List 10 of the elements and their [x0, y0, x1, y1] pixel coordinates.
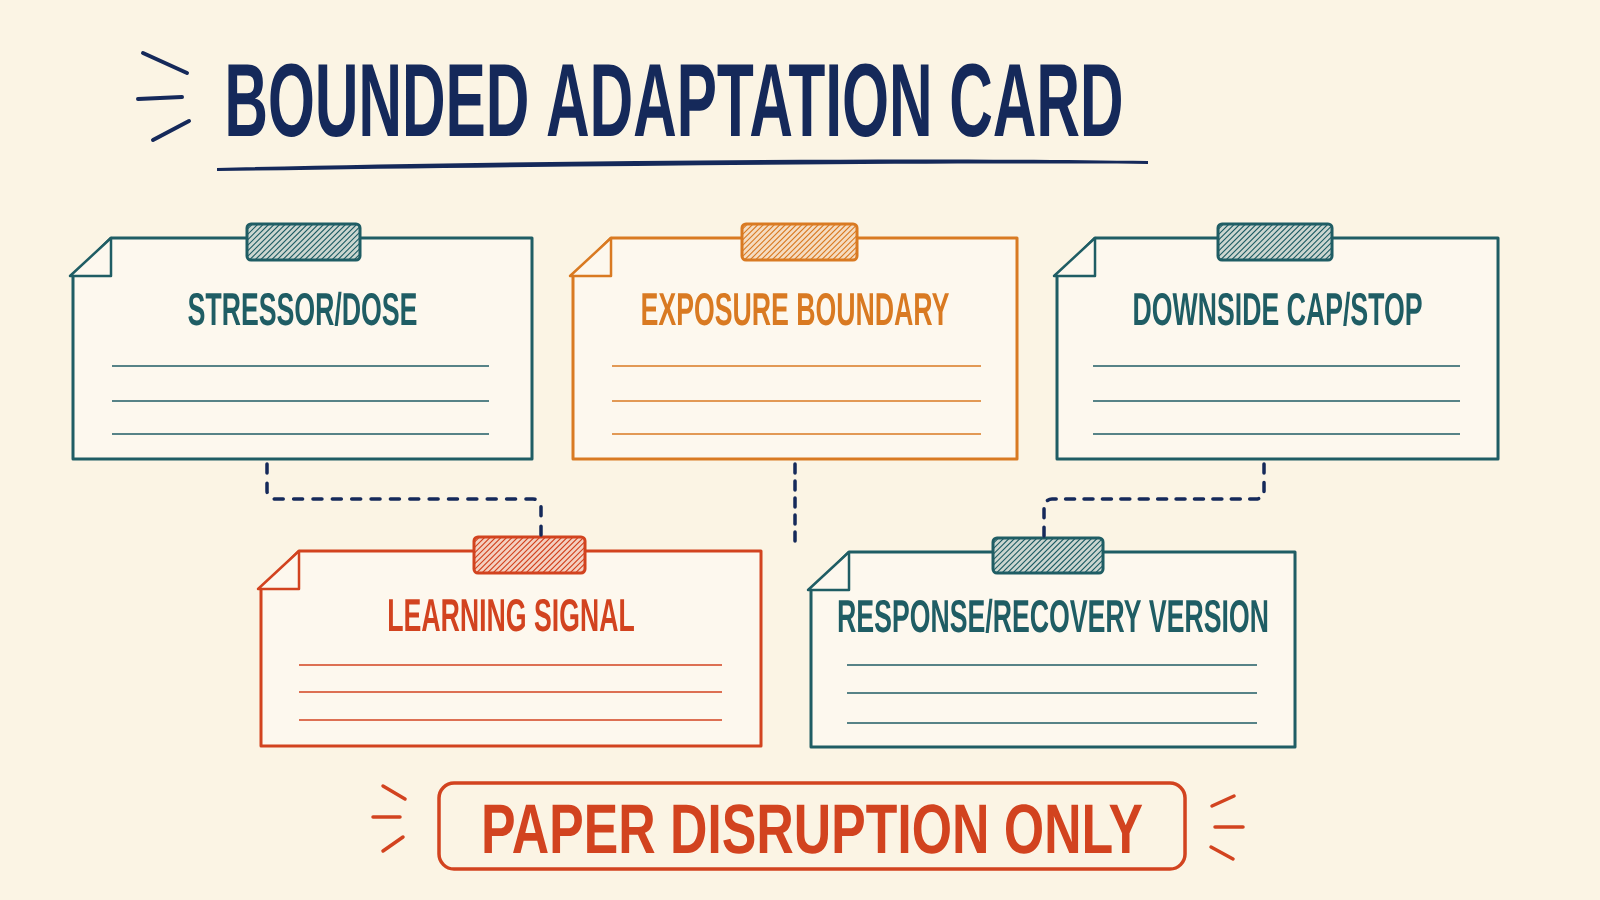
title: BOUNDED ADAPTATION CARD	[228, 63, 1121, 137]
notice-badge: PAPER DISRUPTION ONLY	[437, 781, 1187, 871]
note-card: EXPOSURE BOUNDARY	[568, 236, 1019, 461]
connector-line	[793, 462, 797, 543]
note-card: RESPONSE/RECOVERY VERSION	[806, 550, 1297, 749]
connector-line	[1042, 462, 1266, 538]
note-card: DOWNSIDE CAP/STOP	[1052, 236, 1500, 461]
note-card: LEARNING SIGNAL	[256, 549, 763, 748]
connector-line	[265, 462, 543, 537]
note-card: STRESSOR/DOSE	[68, 236, 534, 461]
